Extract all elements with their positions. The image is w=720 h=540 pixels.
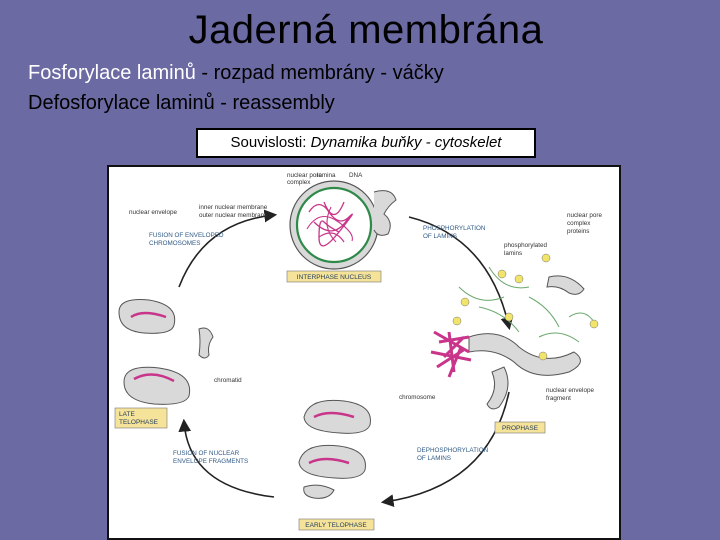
early-telophase-label: EARLY TELOPHASE <box>305 522 367 529</box>
label-fusion-fragments-2: ENVELOPE FRAGMENTS <box>173 458 248 465</box>
interphase-label: INTERPHASE NUCLEUS <box>297 274 372 281</box>
phosphorylation-line: Fosforylace laminů - rozpad membrány - v… <box>28 62 444 85</box>
related-topic: Dynamika buňky - cytoskelet <box>310 134 502 151</box>
label-outer-membrane: outer nuclear membrane <box>199 212 268 219</box>
cycle-diagram: INTERPHASE NUCLEUS nuclear pore complex … <box>114 172 603 531</box>
label-chromosome: chromosome <box>399 394 436 401</box>
early-telophase-cells <box>298 399 371 499</box>
prophase-label-box <box>494 421 546 434</box>
label-npc-proteins-2: complex <box>567 220 591 227</box>
phosphorylation-highlight: Fosforylace laminů <box>28 62 196 84</box>
label-chromatid: chromatid <box>214 377 242 384</box>
label-phosphorylated-1: phosphorylated <box>504 242 548 249</box>
label-phosphorylation-1: PHOSPHORYLATION <box>423 225 486 232</box>
related-topics-link[interactable]: Souvislosti: Dynamika buňky - cytoskelet <box>196 128 536 158</box>
label-npc-proteins-1: nuclear pore <box>567 212 603 219</box>
cycle-arrow-bottom-right <box>380 391 510 507</box>
label-inner-membrane: inner nuclear membrane <box>199 204 268 211</box>
label-npc-1: nuclear pore <box>287 172 323 179</box>
early-telophase-box <box>298 518 375 531</box>
prophase-fragments <box>458 266 595 410</box>
label-lamina: lamina <box>317 172 336 179</box>
label-npc-proteins-3: proteins <box>567 228 589 235</box>
dephosphorylation-line: Defosforylace laminů - reassembly <box>28 92 335 114</box>
phosphate-markers <box>452 253 599 361</box>
label-phosphorylation-2: OF LAMINS <box>423 233 457 240</box>
interphase-label-box <box>286 270 382 283</box>
label-dephosphorylation-2: OF LAMINS <box>417 455 451 462</box>
phosphorylation-rest: - rozpad membrány - váčky <box>195 62 444 84</box>
late-telophase-box <box>114 407 168 429</box>
prophase-chromosomes <box>430 330 472 378</box>
label-npc-2: complex <box>287 179 311 186</box>
interphase-nucleus <box>289 180 379 270</box>
label-phosphorylated-2: lamins <box>504 250 522 257</box>
label-fusion-chromosomes-1: FUSION OF ENVELOPED <box>149 232 224 239</box>
label-fusion-chromosomes-2: CHROMOSOMES <box>149 240 200 247</box>
nuclear-envelope-cycle-figure: INTERPHASE NUCLEUS nuclear pore complex … <box>107 165 621 540</box>
label-envelope-fragment-1: nuclear envelope <box>546 387 594 394</box>
cycle-arrow-top-right <box>408 216 514 331</box>
late-telophase-label-1: LATE <box>119 411 135 418</box>
label-dna: DNA <box>349 172 363 179</box>
related-prefix: Souvislosti: <box>230 134 311 151</box>
label-nuclear-envelope: nuclear envelope <box>129 209 177 216</box>
label-dephosphorylation-1: DEPHOSPHORYLATION <box>417 447 489 454</box>
interphase-extension <box>373 190 397 236</box>
label-fusion-fragments-1: FUSION OF NUCLEAR <box>173 450 240 457</box>
label-envelope-fragment-2: fragment <box>546 395 571 402</box>
cycle-arrow-bottom-left <box>178 418 275 498</box>
slide-title: Jaderná membrána <box>188 8 544 52</box>
cycle-arrow-top-left <box>178 209 278 288</box>
late-telophase-cells <box>118 299 214 405</box>
late-telophase-label-2: TELOPHASE <box>119 419 159 426</box>
prophase-label: PROPHASE <box>502 425 539 432</box>
